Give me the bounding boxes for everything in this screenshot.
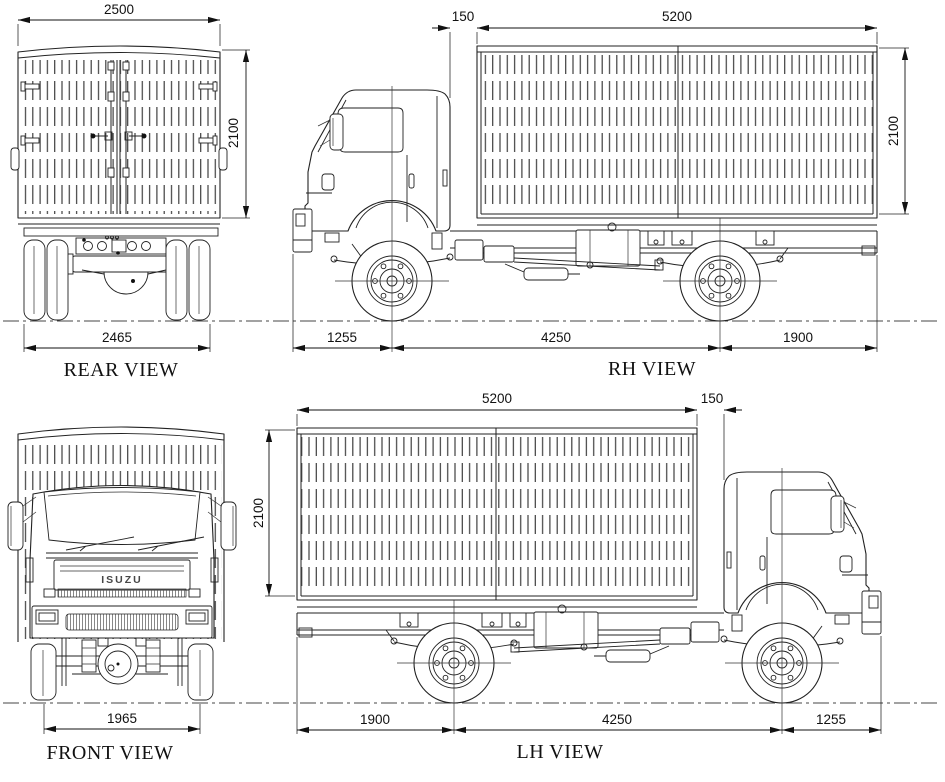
lh-view-label: LH VIEW (517, 741, 604, 763)
dim-lh-cab-gap: 150 (701, 391, 724, 406)
dim-lh-front-overhang: 1255 (816, 712, 846, 727)
front-wheels (30, 643, 214, 701)
front-view: ISUZU 1965 FRONT VIEW (7, 426, 237, 764)
dim-lh-wheelbase: 4250 (602, 712, 632, 727)
rh-view: 150 5200 2100 1255 4250 1900 RH VIEW (293, 9, 909, 380)
rh-truck (293, 28, 909, 352)
rear-doors (20, 60, 218, 214)
dim-rh-cab-gap: 150 (452, 9, 475, 24)
rear-wheels (23, 239, 211, 321)
dim-rear-body-height: 2100 (226, 118, 241, 148)
dim-lh-rear-overhang: 1900 (360, 712, 390, 727)
front-cab (7, 484, 237, 639)
rear-view: 2500 2100 2465 REAR VIEW (10, 2, 250, 381)
front-bumper (31, 605, 213, 639)
grille (43, 559, 201, 598)
dim-rear-wheel-width: 2465 (102, 330, 132, 345)
front-axle (56, 637, 188, 686)
dim-lh-box-length: 5200 (482, 391, 512, 406)
dim-lh-box-height: 2100 (251, 498, 266, 528)
lh-truck (265, 410, 881, 734)
dim-rear-overall-width: 2500 (104, 2, 134, 17)
dim-front-track: 1965 (107, 711, 137, 726)
wipers (65, 536, 205, 552)
dim-rh-rear-overhang: 1900 (783, 330, 813, 345)
mirrors (7, 496, 237, 551)
headlight-right (185, 609, 209, 625)
headlight-left (35, 609, 59, 625)
windshield (43, 487, 201, 545)
dim-rh-box-height: 2100 (886, 116, 901, 146)
differential (103, 271, 149, 295)
brand-logo: ISUZU (101, 574, 143, 586)
lh-view: 5200 150 2100 1900 4250 1255 LH VIEW (251, 391, 881, 763)
rear-view-label: REAR VIEW (64, 359, 179, 381)
dim-rh-box-length: 5200 (662, 9, 692, 24)
dim-rh-front-overhang: 1255 (327, 330, 357, 345)
rh-view-label: RH VIEW (608, 358, 696, 380)
front-view-label: FRONT VIEW (46, 742, 173, 764)
dim-rh-wheelbase: 4250 (541, 330, 571, 345)
